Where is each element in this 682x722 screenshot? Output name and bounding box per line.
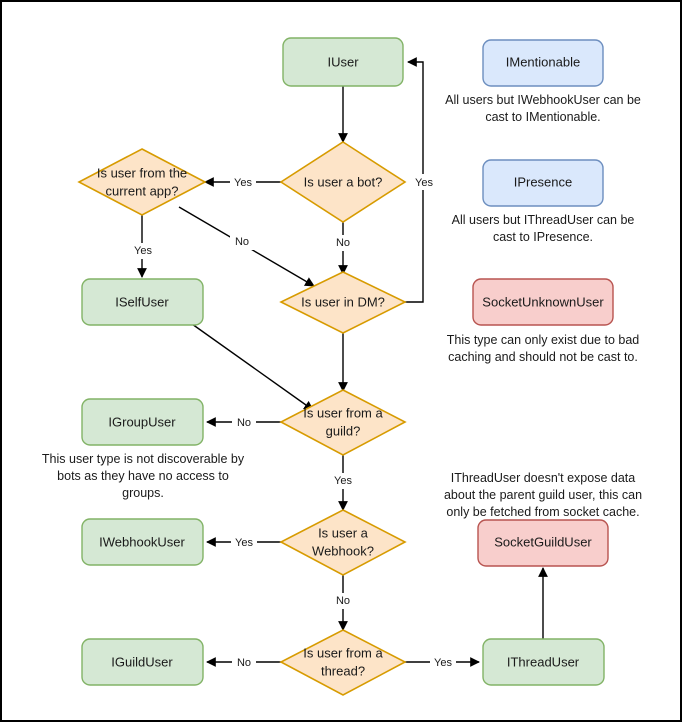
note-groupuser-line3: groups. (122, 486, 164, 500)
node-is-guild-label-line2: guild? (326, 423, 361, 438)
edge-label-bot-yes: Yes (234, 177, 252, 189)
edge-iswebhook-no-to-isthread: No (331, 575, 355, 631)
node-iuser-label: IUser (327, 54, 359, 69)
edge-label-guild-no: No (237, 417, 251, 429)
node-is-webhook-label-line2: Webhook? (312, 543, 374, 558)
note-unknownuser-line1: This type can only exist due to bad (447, 333, 640, 347)
node-is-thread-label-line2: thread? (321, 663, 365, 678)
edge-label-thread-yes: Yes (434, 657, 452, 669)
node-is-thread-label-line1: Is user from a (303, 645, 383, 660)
edge-isguild-yes-to-iswebhook: Yes (330, 455, 356, 511)
node-iguilduser-label: IGuildUser (111, 654, 173, 669)
note-ipresence-line2: cast to IPresence. (493, 230, 593, 244)
edge-iselfuser-to-isguild (191, 323, 314, 411)
node-imentionable-label: IMentionable (506, 54, 580, 69)
note-threaduser-line2: about the parent guild user, this can (444, 488, 642, 502)
node-is-dm-label: Is user in DM? (301, 294, 385, 309)
node-is-user-from-current-app[interactable]: Is user from the current app? (77, 148, 207, 216)
node-is-guild-label-line1: Is user from a (303, 405, 383, 420)
note-threaduser-line1: IThreadUser doesn't expose data (451, 471, 635, 485)
node-igroupuser-label: IGroupUser (108, 414, 176, 429)
edge-label-currentapp-no: No (235, 236, 249, 248)
note-ipresence: All users but IThreadUser can be cast to… (452, 213, 635, 244)
edge-isguild-no-to-igroupuser: No (206, 414, 283, 430)
edge-label-dm-yes: Yes (415, 177, 433, 189)
node-iuser[interactable]: IUser (282, 37, 404, 87)
note-imentionable-line1: All users but IWebhookUser can be (445, 93, 641, 107)
edge-label-webhook-yes: Yes (235, 537, 253, 549)
node-socketguilduser[interactable]: SocketGuildUser (477, 519, 609, 567)
edge-isthread-yes-to-ithreaduser: Yes (403, 654, 480, 670)
node-imentionable[interactable]: IMentionable (482, 39, 604, 87)
note-imentionable: All users but IWebhookUser can be cast t… (445, 93, 641, 124)
node-current-app-label-line2: current app? (106, 183, 179, 198)
node-iwebhookuser[interactable]: IWebhookUser (81, 518, 204, 566)
node-is-user-a-webhook[interactable]: Is user a Webhook? (279, 509, 407, 576)
node-iselfuser-label: ISelfUser (115, 294, 169, 309)
edge-label-guild-yes: Yes (334, 475, 352, 487)
edge-currentapp-no-to-isdm: No (178, 206, 315, 287)
edge-isthread-no-to-iguilduser: No (206, 654, 283, 670)
node-socketguilduser-label: SocketGuildUser (494, 534, 592, 549)
edge-isbot-yes-to-currentapp: Yes (204, 174, 281, 190)
note-socketunknownuser: This type can only exist due to bad cach… (447, 333, 640, 364)
edge-label-thread-no: No (237, 657, 251, 669)
node-iguilduser[interactable]: IGuildUser (81, 638, 204, 686)
node-ipresence[interactable]: IPresence (482, 159, 604, 207)
note-ipresence-line1: All users but IThreadUser can be (452, 213, 635, 227)
edge-label-bot-no: No (336, 237, 350, 249)
node-ithreaduser-label: IThreadUser (507, 654, 580, 669)
node-ithreaduser[interactable]: IThreadUser (482, 638, 605, 686)
node-socketunknownuser-label: SocketUnknownUser (482, 294, 604, 309)
note-groupuser-line1: This user type is not discoverable by (42, 452, 245, 466)
node-iselfuser[interactable]: ISelfUser (81, 278, 204, 326)
node-is-user-from-thread[interactable]: Is user from a thread? (279, 629, 407, 696)
edge-isdm-yes-to-iuser: Yes (405, 57, 437, 303)
edge-currentapp-yes-to-iselfuser: Yes (130, 215, 156, 278)
node-iwebhookuser-label: IWebhookUser (99, 534, 185, 549)
node-igroupuser[interactable]: IGroupUser (81, 398, 204, 446)
note-groupuser-line2: bots as they have no access to (57, 469, 229, 483)
edge-isbot-no-to-isdm: No (331, 222, 355, 275)
edge-iswebhook-yes-to-iwebhookuser: Yes (206, 534, 283, 550)
note-ithreaduser: IThreadUser doesn't expose data about th… (444, 471, 642, 519)
note-threaduser-line3: only be fetched from socket cache. (446, 505, 639, 519)
note-igroupuser: This user type is not discoverable by bo… (42, 452, 245, 500)
note-unknownuser-line2: caching and should not be cast to. (448, 350, 638, 364)
node-ipresence-label: IPresence (514, 174, 573, 189)
node-is-user-in-dm[interactable]: Is user in DM? (279, 271, 407, 334)
node-is-user-a-bot[interactable]: Is user a bot? (279, 141, 407, 223)
node-is-user-from-guild[interactable]: Is user from a guild? (279, 389, 407, 456)
node-socketunknownuser[interactable]: SocketUnknownUser (472, 278, 614, 326)
edge-label-webhook-no: No (336, 595, 350, 607)
node-is-bot-label: Is user a bot? (304, 174, 383, 189)
edge-label-currentapp-yes: Yes (134, 245, 152, 257)
node-current-app-label-line1: Is user from the (97, 165, 187, 180)
node-is-webhook-label-line1: Is user a (318, 525, 369, 540)
note-imentionable-line2: cast to IMentionable. (485, 110, 600, 124)
